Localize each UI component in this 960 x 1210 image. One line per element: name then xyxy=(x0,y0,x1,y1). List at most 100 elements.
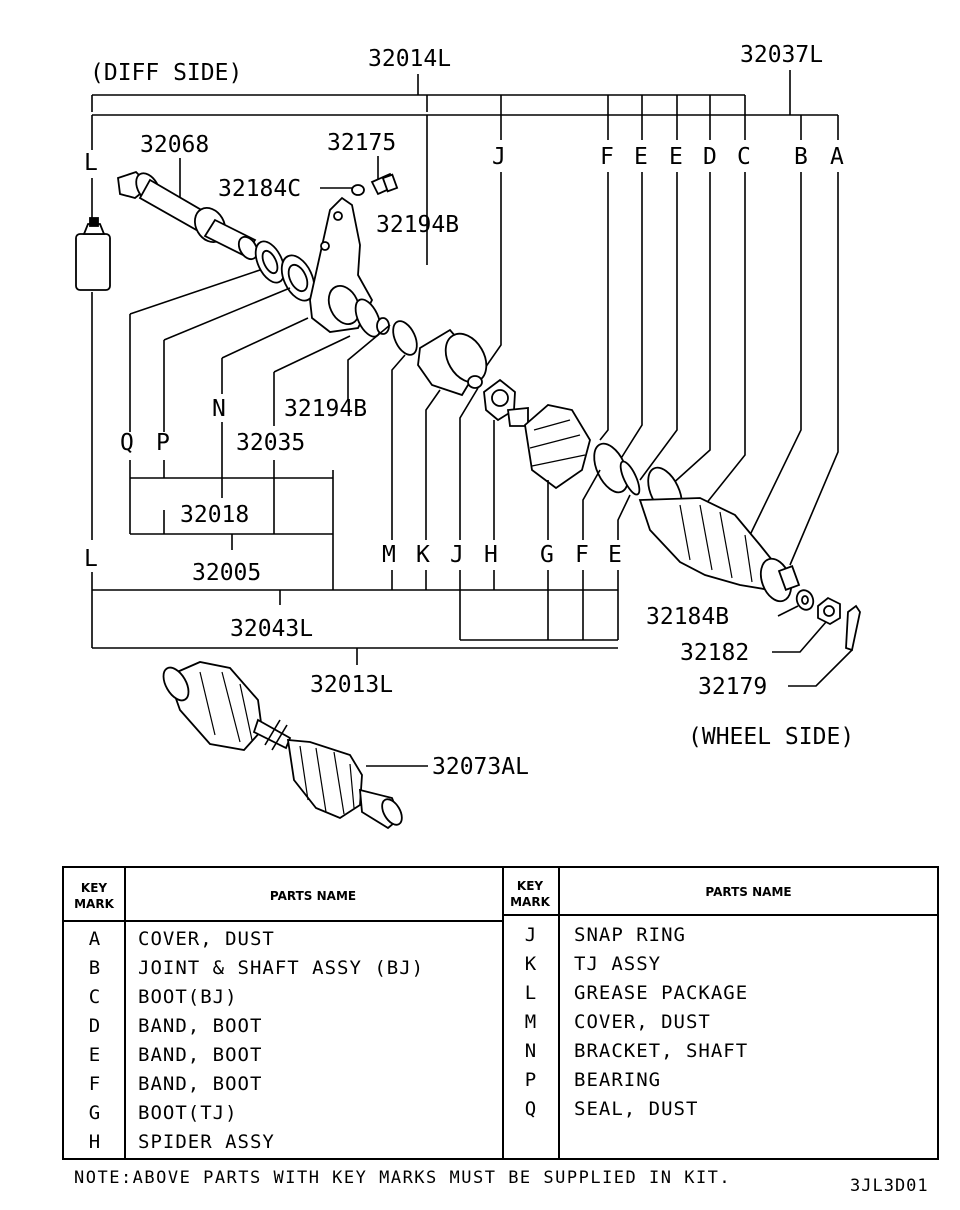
part-number-32043L: 32043L xyxy=(230,616,313,642)
key-mark-p: P xyxy=(524,1069,538,1091)
part-number-32068: 32068 xyxy=(140,132,209,158)
part-name-c: BOOT(BJ) xyxy=(138,986,238,1008)
key-mark-g: G xyxy=(88,1102,102,1124)
leader-lines-bottom xyxy=(391,354,631,540)
part-number-32182: 32182 xyxy=(680,640,749,666)
bracket-32043L xyxy=(91,570,619,648)
key-mark-n: N xyxy=(524,1040,538,1062)
key-letter-q: Q xyxy=(120,430,134,456)
key-mark-m: M xyxy=(524,1011,538,1033)
key-mark-h: H xyxy=(88,1131,102,1153)
header-key-text: KEY xyxy=(80,881,108,895)
part-number-32194B-mid: 32194B xyxy=(284,396,367,422)
key-mark-k: K xyxy=(524,953,538,975)
part-name-h: SPIDER ASSY xyxy=(138,1131,275,1153)
header-key-text: KEY xyxy=(516,879,544,893)
part-number-32005: 32005 xyxy=(192,560,261,586)
key-letter-f-top: F xyxy=(600,144,614,170)
bracket-32005 xyxy=(129,478,333,550)
part-name-k: TJ ASSY xyxy=(574,953,662,975)
key-letter-k-bottom: K xyxy=(416,542,430,568)
spider-assy xyxy=(483,378,529,427)
bracket-32018 xyxy=(129,422,334,590)
drawing-code: 3JL3D01 xyxy=(850,1176,929,1196)
wheel-side-washer-nut-pin xyxy=(795,589,861,652)
complete-drive-shaft-32073AL xyxy=(162,661,403,830)
tj-boot xyxy=(524,404,629,494)
key-mark-q: Q xyxy=(524,1098,538,1120)
header-parts-name-left: PARTS NAME xyxy=(269,889,357,903)
key-letter-d-top: D xyxy=(703,144,717,170)
part-name-m: COVER, DUST xyxy=(574,1011,711,1033)
bracket-32014L xyxy=(91,74,746,140)
key-letter-j-top: J xyxy=(492,144,506,170)
key-letter-e2-top: E xyxy=(669,144,683,170)
key-letter-e-bottom: E xyxy=(608,542,622,568)
bolt-and-washer xyxy=(351,172,399,196)
key-mark-j: J xyxy=(524,924,538,946)
key-letter-m-bottom: M xyxy=(382,542,396,568)
part-number-32184B: 32184B xyxy=(646,604,729,630)
part-name-a: COVER, DUST xyxy=(138,928,275,950)
key-letter-h-bottom: H xyxy=(484,542,498,568)
key-mark-b: B xyxy=(88,957,102,979)
key-letter-p: P xyxy=(156,430,170,456)
leader-lines-top xyxy=(477,172,839,566)
tj-housing xyxy=(417,328,488,397)
parts-table: KEY MARK PARTS NAME KEY MARK PARTS NAME … xyxy=(62,866,939,1160)
key-letter-n: N xyxy=(212,396,226,422)
part-name-j: SNAP RING xyxy=(574,924,686,946)
key-mark-l: L xyxy=(524,982,538,1004)
part-number-32014L: 32014L xyxy=(368,46,451,72)
shaft-bracket xyxy=(309,196,382,338)
grease-package xyxy=(75,217,111,291)
key-mark-c: C xyxy=(88,986,102,1008)
part-name-e: BAND, BOOT xyxy=(138,1044,263,1066)
key-mark-d: D xyxy=(88,1015,102,1037)
kit-note: NOTE:ABOVE PARTS WITH KEY MARKS MUST BE … xyxy=(74,1168,732,1188)
wheel-side-label: (WHEEL SIDE) xyxy=(688,724,854,750)
key-letter-b-top: B xyxy=(794,144,808,170)
header-key-mark-right: KEY MARK xyxy=(502,878,558,910)
part-number-32013L: 32013L xyxy=(310,672,393,698)
part-name-b: JOINT & SHAFT ASSY (BJ) xyxy=(138,957,425,979)
part-name-n: BRACKET, SHAFT xyxy=(574,1040,749,1062)
part-number-32073AL: 32073AL xyxy=(432,754,529,780)
bj-boot-and-joint xyxy=(638,497,801,603)
part-name-l: GREASE PACKAGE xyxy=(574,982,749,1004)
part-name-f: BAND, BOOT xyxy=(138,1073,263,1095)
key-mark-f: F xyxy=(88,1073,102,1095)
key-letter-e-top: E xyxy=(634,144,648,170)
key-letter-l-lower: L xyxy=(84,546,98,572)
part-name-d: BAND, BOOT xyxy=(138,1015,263,1037)
key-mark-e: E xyxy=(88,1044,102,1066)
part-number-32018: 32018 xyxy=(180,502,249,528)
part-number-32035: 32035 xyxy=(236,430,305,456)
part-number-32179: 32179 xyxy=(698,674,767,700)
key-letter-c-top: C xyxy=(737,144,751,170)
key-letter-g-bottom: G xyxy=(540,542,554,568)
part-name-p: BEARING xyxy=(574,1069,662,1091)
part-name-g: BOOT(TJ) xyxy=(138,1102,238,1124)
key-letter-j-bottom: J xyxy=(450,542,464,568)
dust-cover-m xyxy=(392,320,418,356)
inner-shaft-32068 xyxy=(117,170,259,261)
part-number-32194B-top: 32194B xyxy=(376,212,459,238)
key-letter-a-top: A xyxy=(830,144,844,170)
part-number-32037L: 32037L xyxy=(740,42,823,68)
part-number-32175: 32175 xyxy=(327,130,396,156)
bracket-32013L xyxy=(92,639,618,665)
key-letter-f-bottom: F xyxy=(575,542,589,568)
header-parts-name-right: PARTS NAME xyxy=(705,885,792,899)
key-mark-a: A xyxy=(88,928,102,950)
header-key-mark-left: KEY MARK xyxy=(64,880,124,912)
part-number-32184C: 32184C xyxy=(218,176,301,202)
header-mark-text: MARK xyxy=(74,897,114,911)
seal-and-bearing xyxy=(254,240,316,302)
exploded-parts-diagram: (DIFF SIDE) 32014L 32037L J F E E D C B … xyxy=(75,42,861,830)
key-letter-l-upper: L xyxy=(84,150,98,176)
diff-side-label: (DIFF SIDE) xyxy=(90,60,242,86)
header-mark-text: MARK xyxy=(510,895,550,909)
part-name-q: SEAL, DUST xyxy=(574,1098,699,1120)
bracket-32037L xyxy=(91,70,839,265)
